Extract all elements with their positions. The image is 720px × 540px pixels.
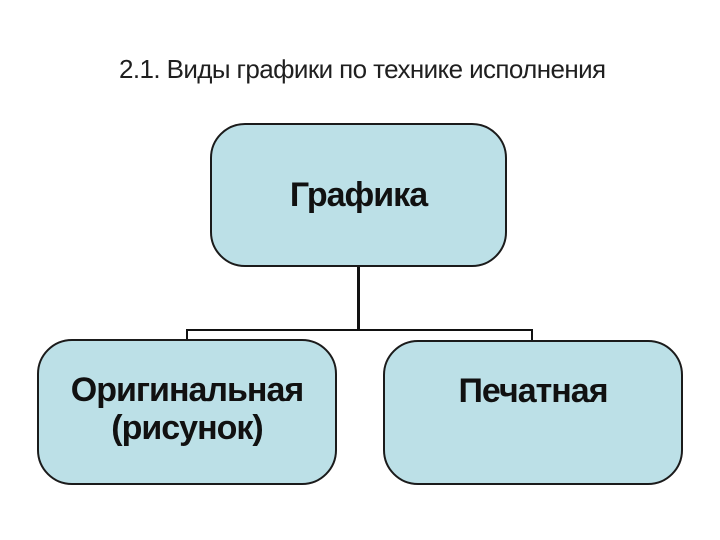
node-originalnaya: Оригинальная (рисунок)	[37, 339, 337, 485]
node-pechatnaya: Печатная	[383, 340, 683, 485]
connector-stem-line	[357, 265, 360, 331]
node-pechatnaya-label: Печатная	[458, 372, 608, 410]
node-originalnaya-label-line2: (рисунок)	[111, 409, 263, 447]
node-grafika: Графика	[210, 123, 507, 267]
node-grafika-label: Графика	[289, 176, 428, 214]
node-originalnaya-label-line1: Оригинальная	[70, 371, 304, 409]
connector-horizontal-line	[186, 329, 533, 331]
slide-title: 2.1. Виды графики по технике исполнения	[119, 54, 606, 84]
connector-left-drop-line	[186, 329, 188, 343]
connector-right-drop-line	[531, 329, 533, 343]
